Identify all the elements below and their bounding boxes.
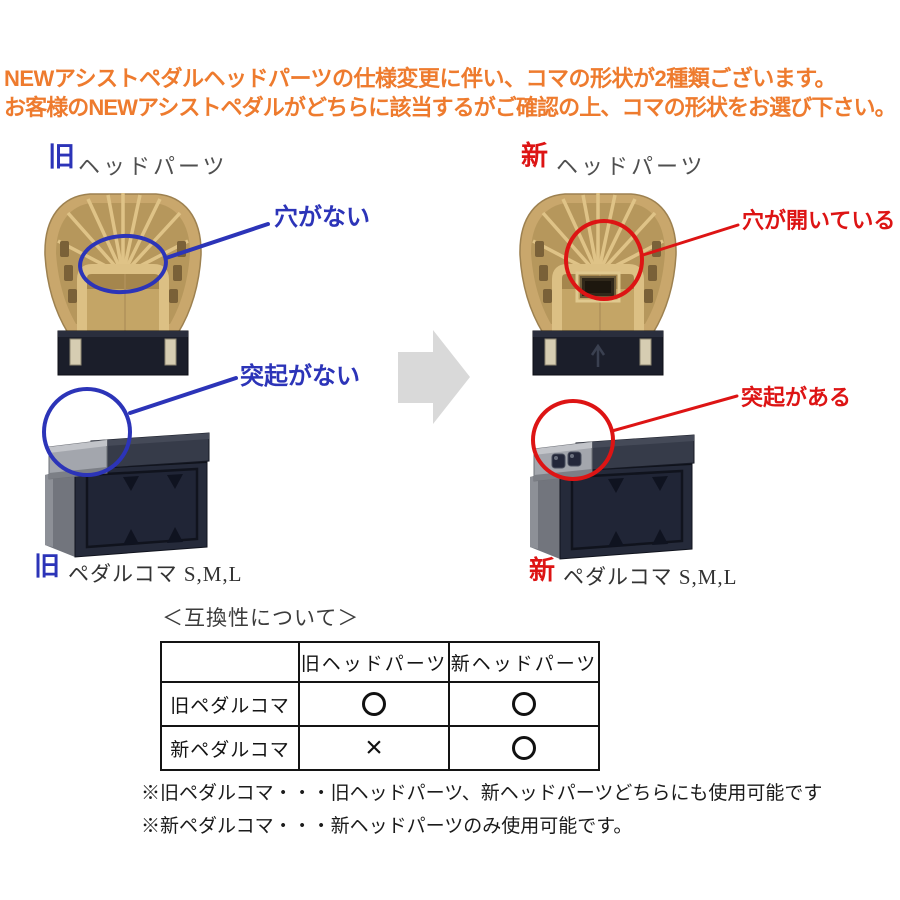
compatibility-table: 旧ヘッドパーツ 新ヘッドパーツ 旧ペダルコマ新ペダルコマ × xyxy=(160,641,600,771)
koma-notches xyxy=(123,474,183,545)
table-col-old-head: 旧ヘッドパーツ xyxy=(298,641,450,683)
old-koma-label: ペダルコマ S,M,L xyxy=(68,562,243,586)
base-clip-left xyxy=(544,338,557,366)
table-col-new-head: 新ヘッドパーツ xyxy=(448,641,600,683)
compatibility-heading: ＜互換性について＞ xyxy=(162,606,360,630)
compatible-circle-mark xyxy=(512,736,536,760)
transition-arrow-icon xyxy=(398,330,470,424)
old-head-part-image xyxy=(44,193,202,376)
incompatible-cross-mark: × xyxy=(365,731,383,764)
table-header-row: 旧ヘッドパーツ 新ヘッドパーツ xyxy=(160,641,600,683)
table-cell-compatible xyxy=(298,681,450,727)
table-row-label: 旧ペダルコマ xyxy=(160,681,300,727)
header-line-2: お客様のNEWアシストペダルがどちらに該当するがご確認の上、コマの形状をお選び下… xyxy=(4,95,897,120)
head-part-u-frame xyxy=(77,264,169,333)
table-cell-incompatible: × xyxy=(298,725,450,771)
old-koma-annotation-circle xyxy=(42,387,132,477)
new-head-label: ヘッドパーツ xyxy=(556,154,706,179)
table-row: 新ペダルコマ × xyxy=(160,725,600,771)
table-row-label: 新ペダルコマ xyxy=(160,725,300,771)
head-part-side-slots xyxy=(60,241,186,303)
new-koma-label: ペダルコマ S,M,L xyxy=(563,565,738,589)
table-corner-cell xyxy=(160,641,300,683)
new-koma-badge: 新 xyxy=(529,555,556,585)
base-clip-left xyxy=(69,338,82,366)
base-arrow-marking xyxy=(590,343,606,367)
footnote-2: ※新ペダルコマ・・・新ヘッドパーツのみ使用可能です。 xyxy=(141,816,633,837)
old-koma-annotation: 突起がない xyxy=(240,363,360,390)
base-clip-right xyxy=(639,338,652,366)
koma-notches xyxy=(608,476,668,547)
footnote-1: ※旧ペダルコマ・・・旧ヘッドパーツ、新ヘッドパーツどちらにも使用可能です xyxy=(141,783,823,804)
new-badge: 新 xyxy=(521,141,548,171)
table-row: 旧ペダルコマ xyxy=(160,681,600,727)
table-cell-compatible xyxy=(448,725,600,771)
new-koma-annotation: 突起がある xyxy=(741,385,852,410)
head-part-base xyxy=(57,330,189,376)
old-koma-leader-line xyxy=(128,376,238,415)
header-line-1: NEWアシストペダルヘッドパーツの仕様変更に伴い、コマの形状が2種類ございます。 xyxy=(4,66,837,91)
old-head-annotation: 穴がない xyxy=(274,204,370,231)
new-head-annotation-circle xyxy=(564,219,644,301)
old-koma-badge: 旧 xyxy=(34,551,61,581)
compatible-circle-mark xyxy=(362,692,386,716)
table-cell-compatible xyxy=(448,681,600,727)
head-part-base xyxy=(532,330,664,376)
base-clip-right xyxy=(164,338,177,366)
old-head-label: ヘッドパーツ xyxy=(78,154,228,179)
head-part-body xyxy=(44,193,202,364)
koma-box xyxy=(45,459,208,558)
old-badge: 旧 xyxy=(48,142,75,172)
compatible-circle-mark xyxy=(512,692,536,716)
new-head-annotation: 穴が開いている xyxy=(742,208,896,233)
koma-box xyxy=(530,461,693,560)
new-koma-annotation-circle xyxy=(531,399,615,481)
